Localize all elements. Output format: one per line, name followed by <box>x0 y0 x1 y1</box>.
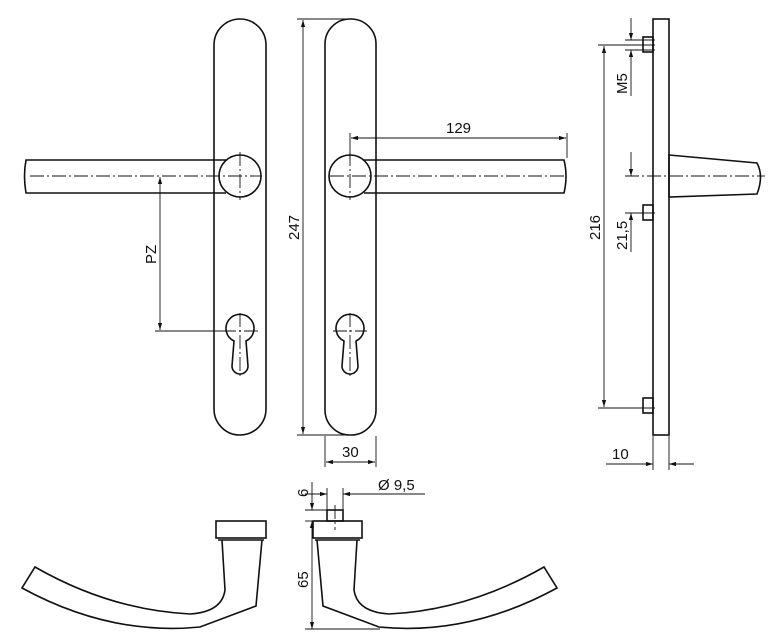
dim-6: 6 <box>295 489 312 497</box>
backplate <box>324 18 377 436</box>
dim-129: 129 <box>446 120 471 137</box>
dim-m5: M5 <box>614 73 631 94</box>
rose <box>312 520 363 539</box>
screw-stud <box>642 36 654 53</box>
dim-diameter: Ø 9,5 <box>378 477 415 494</box>
side-view: 216 M5 21,5 10 <box>587 18 765 470</box>
front-view-right: 129 30 <box>324 18 568 467</box>
dim-65: 65 <box>295 571 312 588</box>
handle-side <box>668 154 762 198</box>
rose <box>215 520 267 539</box>
top-view-left <box>20 520 267 630</box>
plate-side <box>652 18 670 436</box>
dim-247: 247 <box>286 18 348 436</box>
lever <box>364 159 567 194</box>
dim-10: 10 <box>612 446 629 463</box>
dim-21-5: 21,5 <box>614 221 631 250</box>
top-view-right: 6 65 Ø 9,5 <box>295 477 559 630</box>
lever-top <box>20 539 263 630</box>
backplate <box>213 18 267 436</box>
screw-stud <box>642 397 654 414</box>
keyhole <box>225 313 255 375</box>
dim-247-label: 247 <box>286 215 303 240</box>
front-view-left: PZ <box>23 18 267 436</box>
dim-pz: PZ <box>143 245 160 264</box>
keyhole <box>335 313 365 375</box>
dim-30: 30 <box>342 444 359 461</box>
lever <box>23 159 226 194</box>
dim-216: 216 <box>587 215 604 240</box>
lever-top <box>316 539 559 630</box>
screw-stud <box>642 204 654 221</box>
